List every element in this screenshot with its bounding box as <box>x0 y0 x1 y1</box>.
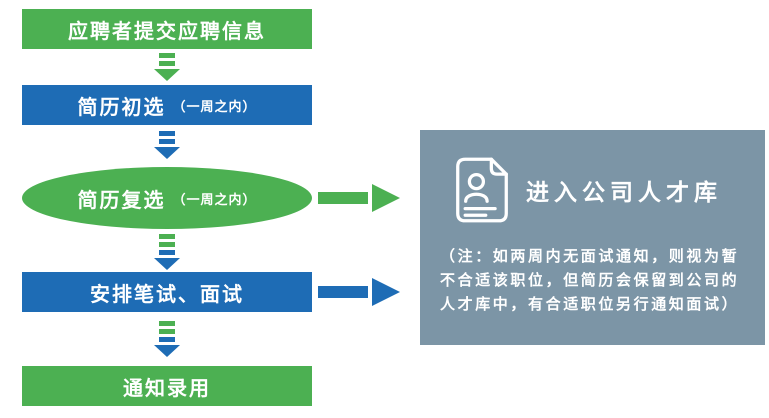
arrow-segment <box>159 234 175 239</box>
flow-step-resume-initial-screening: 简历初选 （一周之内） <box>22 85 312 125</box>
flow-step-label: 通知录用 <box>123 375 211 400</box>
right-arrow-green-to-talent-pool <box>318 184 400 212</box>
flow-step-label: 简历复选 <box>77 187 166 212</box>
arrow-segment <box>159 329 175 334</box>
arrow-segment <box>318 286 368 298</box>
arrow-segment <box>159 61 175 66</box>
flow-step-label: 简历初选 <box>77 94 166 119</box>
arrow-head <box>154 258 180 270</box>
arrow-head <box>372 278 400 306</box>
arrow-head <box>154 69 180 81</box>
arrow-segment <box>159 242 175 247</box>
arrow-segment <box>159 337 175 342</box>
flow-step-duration: （一周之内） <box>172 99 257 115</box>
right-arrow-blue-to-talent-pool <box>318 278 400 306</box>
flow-step-label: 安排笔试、面试 <box>90 281 244 306</box>
talent-pool-panel: 进入公司人才库 （注：如两周内无面试通知，则视为暂不合适该职位，但简历会保留到公… <box>420 130 765 345</box>
talent-pool-header: 进入公司人才库 <box>420 130 765 224</box>
arrow-head <box>154 345 180 357</box>
talent-pool-note: （注：如两周内无面试通知，则视为暂不合适该职位，但简历会保留到公司的人才库中，有… <box>440 247 740 313</box>
flow-step-duration: （一周之内） <box>172 192 257 208</box>
arrow-segment <box>318 192 368 204</box>
arrow-head <box>154 147 180 159</box>
arrow-segment <box>159 321 175 326</box>
flow-step-arrange-tests-interview: 安排笔试、面试 <box>22 272 312 312</box>
down-arrow-4 <box>152 321 182 357</box>
flow-step-resume-second-screening: 简历复选 （一周之内） <box>22 167 312 229</box>
arrow-segment <box>159 131 175 136</box>
arrow-segment <box>159 139 175 144</box>
down-arrow-1 <box>152 53 182 81</box>
flow-step-offer-notification: 通知录用 <box>22 366 312 406</box>
talent-pool-title: 进入公司人才库 <box>526 180 722 206</box>
flow-step-label: 应聘者提交应聘信息 <box>68 18 266 43</box>
arrow-head <box>372 184 400 212</box>
arrow-segment <box>159 53 175 58</box>
down-arrow-3 <box>152 234 182 270</box>
resume-document-icon <box>456 157 508 223</box>
down-arrow-2 <box>152 131 182 159</box>
flow-step-submit-application: 应聘者提交应聘信息 <box>22 9 312 49</box>
arrow-segment <box>159 250 175 255</box>
